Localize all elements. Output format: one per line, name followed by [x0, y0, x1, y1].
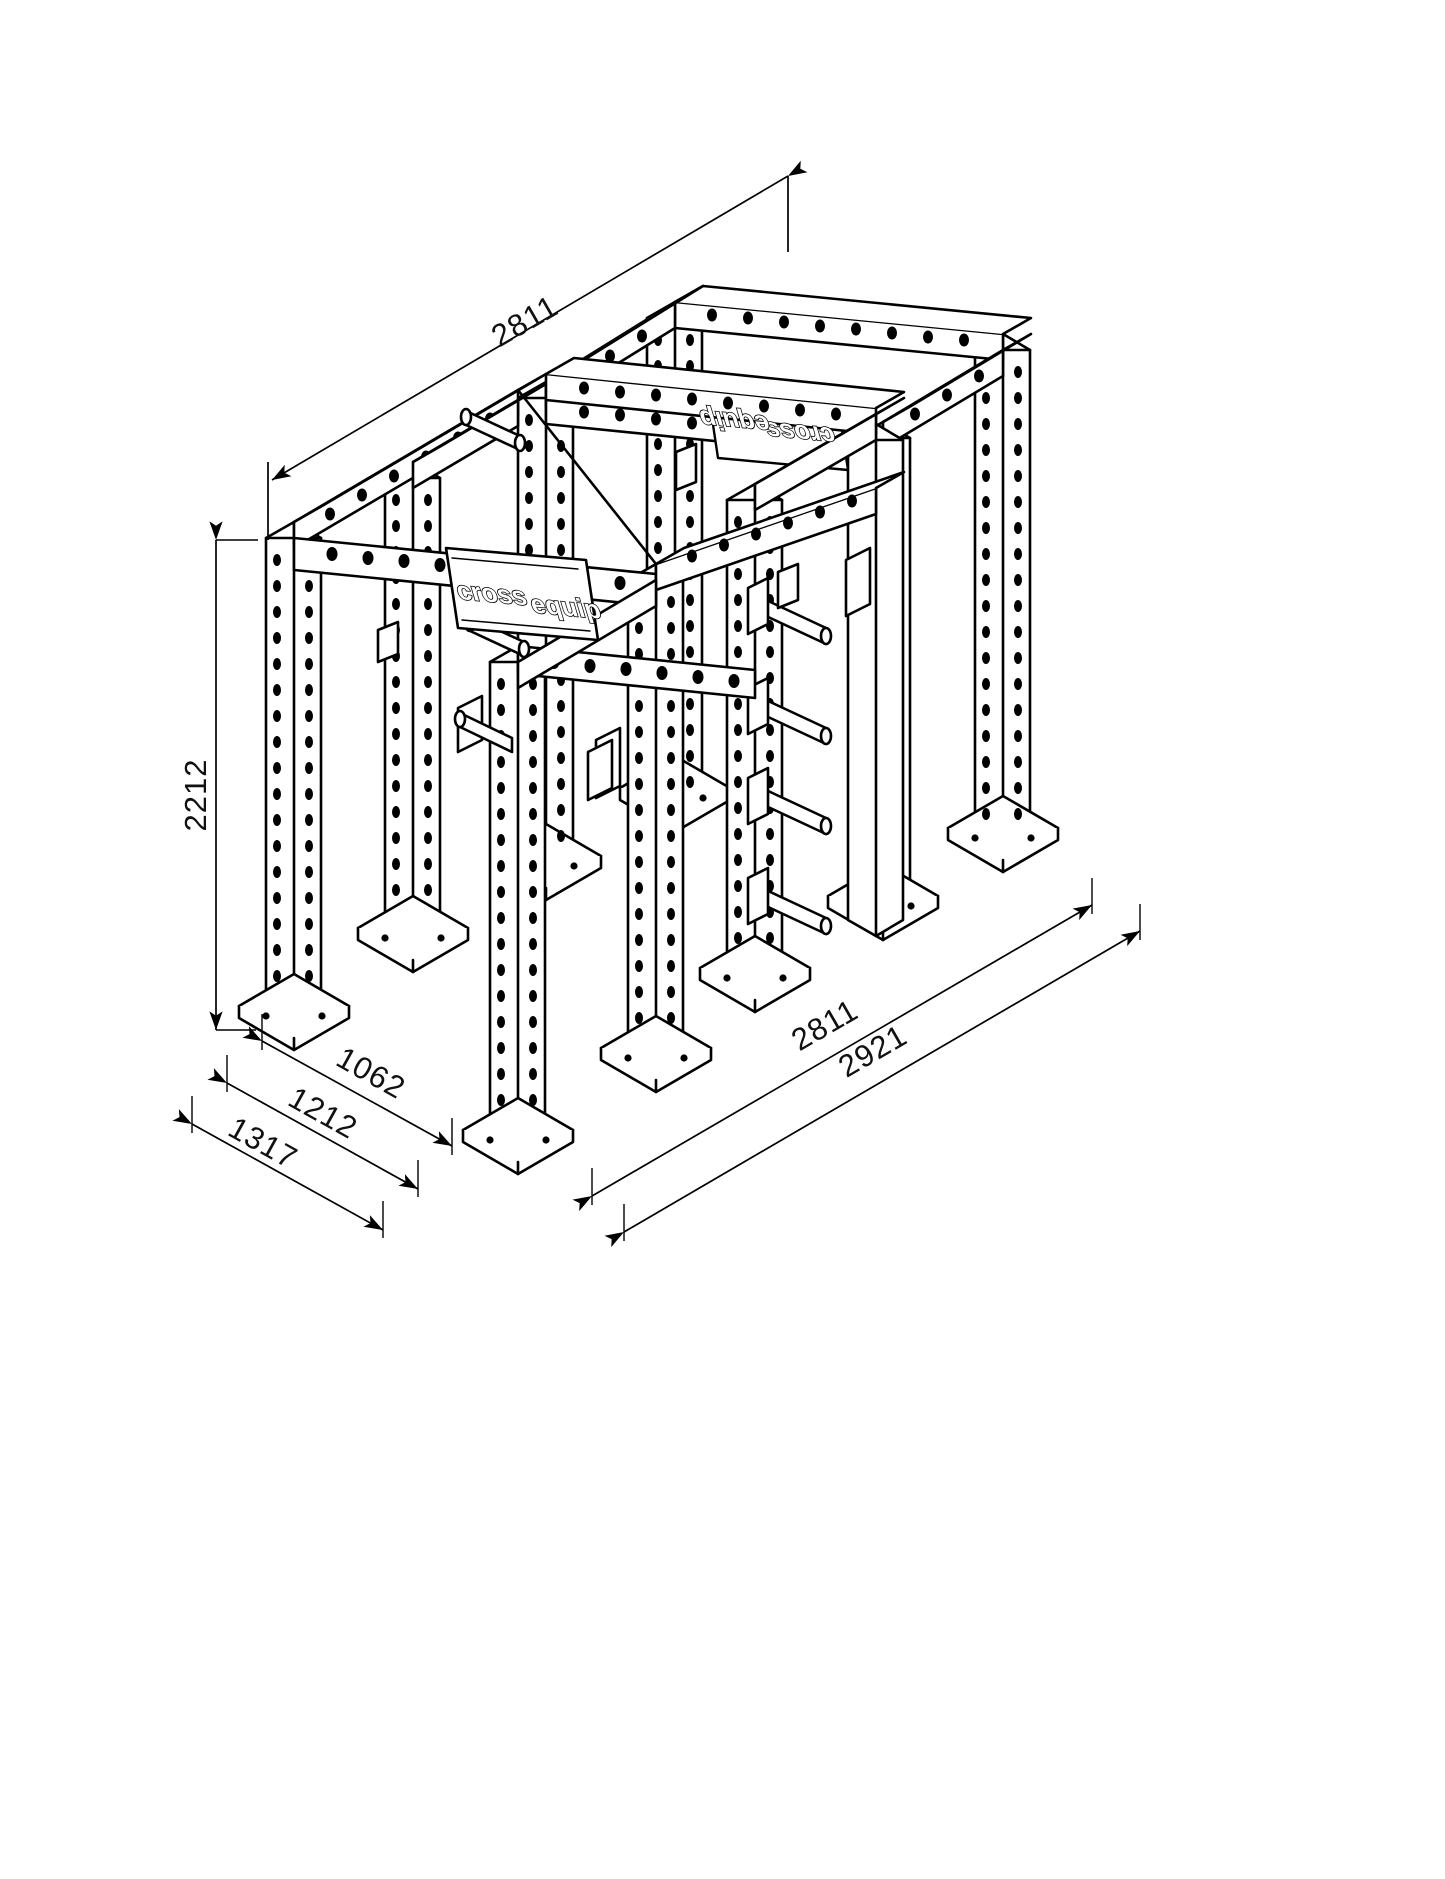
storage-peg-3	[746, 766, 833, 836]
dim-line-depth-top	[271, 160, 808, 481]
dim-label-height-left: 2212	[178, 759, 213, 832]
logo-front-word-2: equip	[526, 589, 604, 625]
bracket-right-upper	[844, 546, 872, 618]
upright-left-of-centre	[461, 644, 575, 1176]
brand-logos: cross equip cross equip	[451, 403, 840, 625]
upright-rear-left-thin	[356, 460, 470, 974]
logo-plate-front	[444, 546, 600, 642]
bracket-rear-mid	[776, 562, 800, 610]
dim-line-length-outer	[604, 930, 1141, 1248]
logo-rear-word-2: equip	[696, 404, 774, 440]
storage-peg-2	[746, 676, 833, 746]
dim-line-base-outer	[172, 1109, 384, 1231]
beam-rear-right-side	[881, 332, 1033, 450]
upright-far-right-rear	[946, 332, 1060, 874]
dim-label-base-inner: 1062	[331, 1040, 412, 1106]
bracket-mid-low	[586, 738, 614, 802]
bracket-rear-right	[674, 442, 698, 492]
upright-far-left	[237, 520, 351, 1052]
dimension-annotations	[172, 160, 1141, 1248]
dim-label-base-outer: 1317	[223, 1110, 304, 1176]
pull-up-bar-centre	[453, 709, 514, 754]
beam-rear-top-right	[673, 284, 1033, 362]
beam-mid-front-to-right	[654, 470, 906, 592]
dim-label-depth-top: 2811	[485, 288, 564, 354]
logo-rear-word-1: cross	[762, 416, 840, 452]
storage-peg-1	[746, 576, 833, 646]
rig-geometry	[237, 284, 1060, 1176]
bracket-left-low	[376, 620, 400, 664]
